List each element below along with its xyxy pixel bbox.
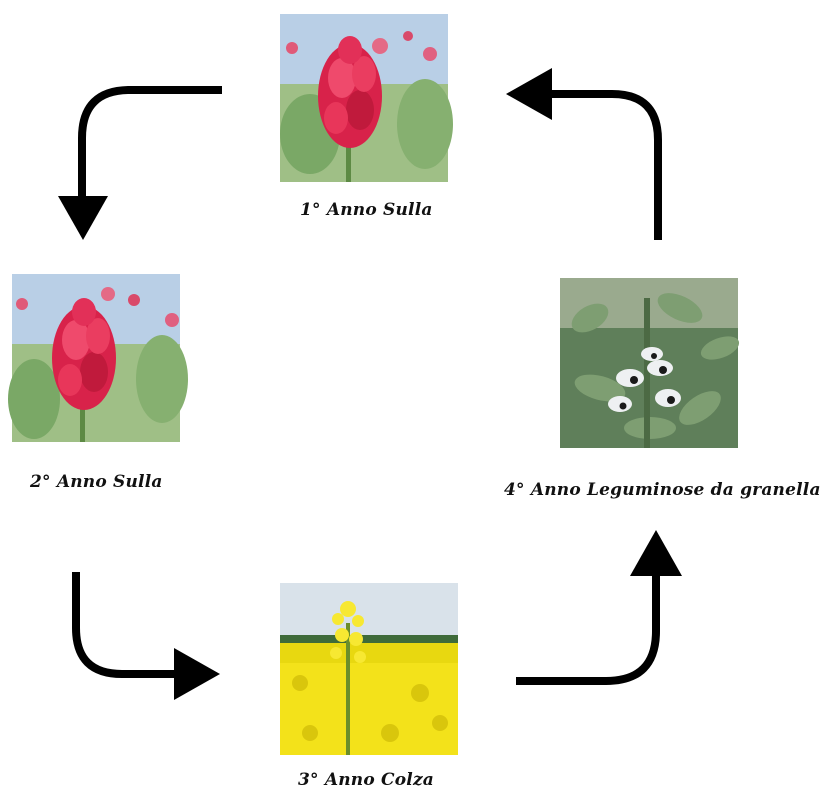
crop-rotation-diagram: 1° Anno Sulla 2° Anno Sulla <box>8 14 820 790</box>
arrow-stage3-to-stage4 <box>516 530 682 685</box>
arrow-stage4-to-stage1 <box>506 68 662 240</box>
stage1-sulla-photo <box>280 14 453 182</box>
cycle-arrows <box>58 68 682 700</box>
arrow-stage1-to-stage2 <box>58 86 222 240</box>
stage2-caption: 2° Anno Sulla <box>30 472 163 492</box>
stage2-sulla-photo <box>8 274 188 442</box>
stage1-caption: 1° Anno Sulla <box>300 200 433 220</box>
stage3-colza-photo <box>280 583 458 755</box>
stage3-caption: 3° Anno Colza <box>298 770 435 790</box>
stage4-faba-bean-photo <box>560 278 740 448</box>
arrow-stage2-to-stage3 <box>72 572 220 700</box>
stage4-caption: 4° Anno Leguminose da granella <box>504 480 821 500</box>
